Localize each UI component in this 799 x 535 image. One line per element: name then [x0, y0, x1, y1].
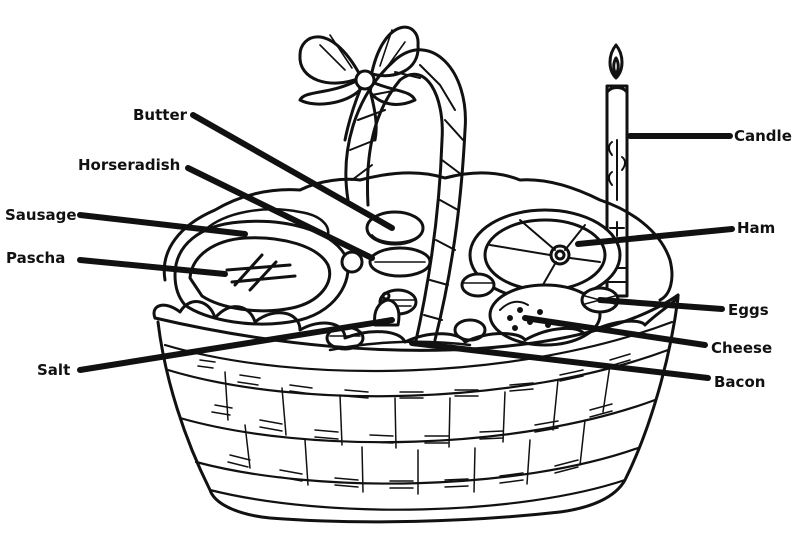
label-horseradish: Horseradish [78, 156, 181, 174]
basket-body [156, 296, 680, 524]
sausage-drawing [203, 208, 330, 237]
pointer-line-ham [575, 226, 735, 247]
label-pascha: Pascha [6, 249, 66, 267]
basket-contents-outline [162, 171, 674, 302]
label-ham: Ham [737, 219, 776, 237]
pointer-line-butter [190, 112, 395, 231]
pointer-line-sausage [77, 212, 248, 237]
label-sausage: Sausage [5, 206, 77, 224]
basket-weave [163, 320, 674, 485]
basket-handle [344, 48, 467, 347]
label-salt: Salt [37, 361, 71, 379]
pointer-line-horseradish [185, 165, 375, 261]
label-cheese: Cheese [711, 339, 773, 357]
pointer-line-salt [77, 317, 395, 373]
pointer-line-pascha [77, 257, 228, 277]
label-candle: Candle [734, 127, 792, 145]
pointer-line-bacon [409, 340, 711, 381]
horseradish-drawing [340, 246, 432, 278]
pointer-line-cheese [522, 315, 708, 348]
label-butter: Butter [133, 106, 188, 124]
pointer-line-eggs [597, 297, 725, 312]
label-eggs: Eggs [728, 301, 769, 319]
bow-ribbon [298, 25, 420, 142]
label-bacon: Bacon [714, 373, 766, 391]
pointer-lines [77, 112, 735, 381]
